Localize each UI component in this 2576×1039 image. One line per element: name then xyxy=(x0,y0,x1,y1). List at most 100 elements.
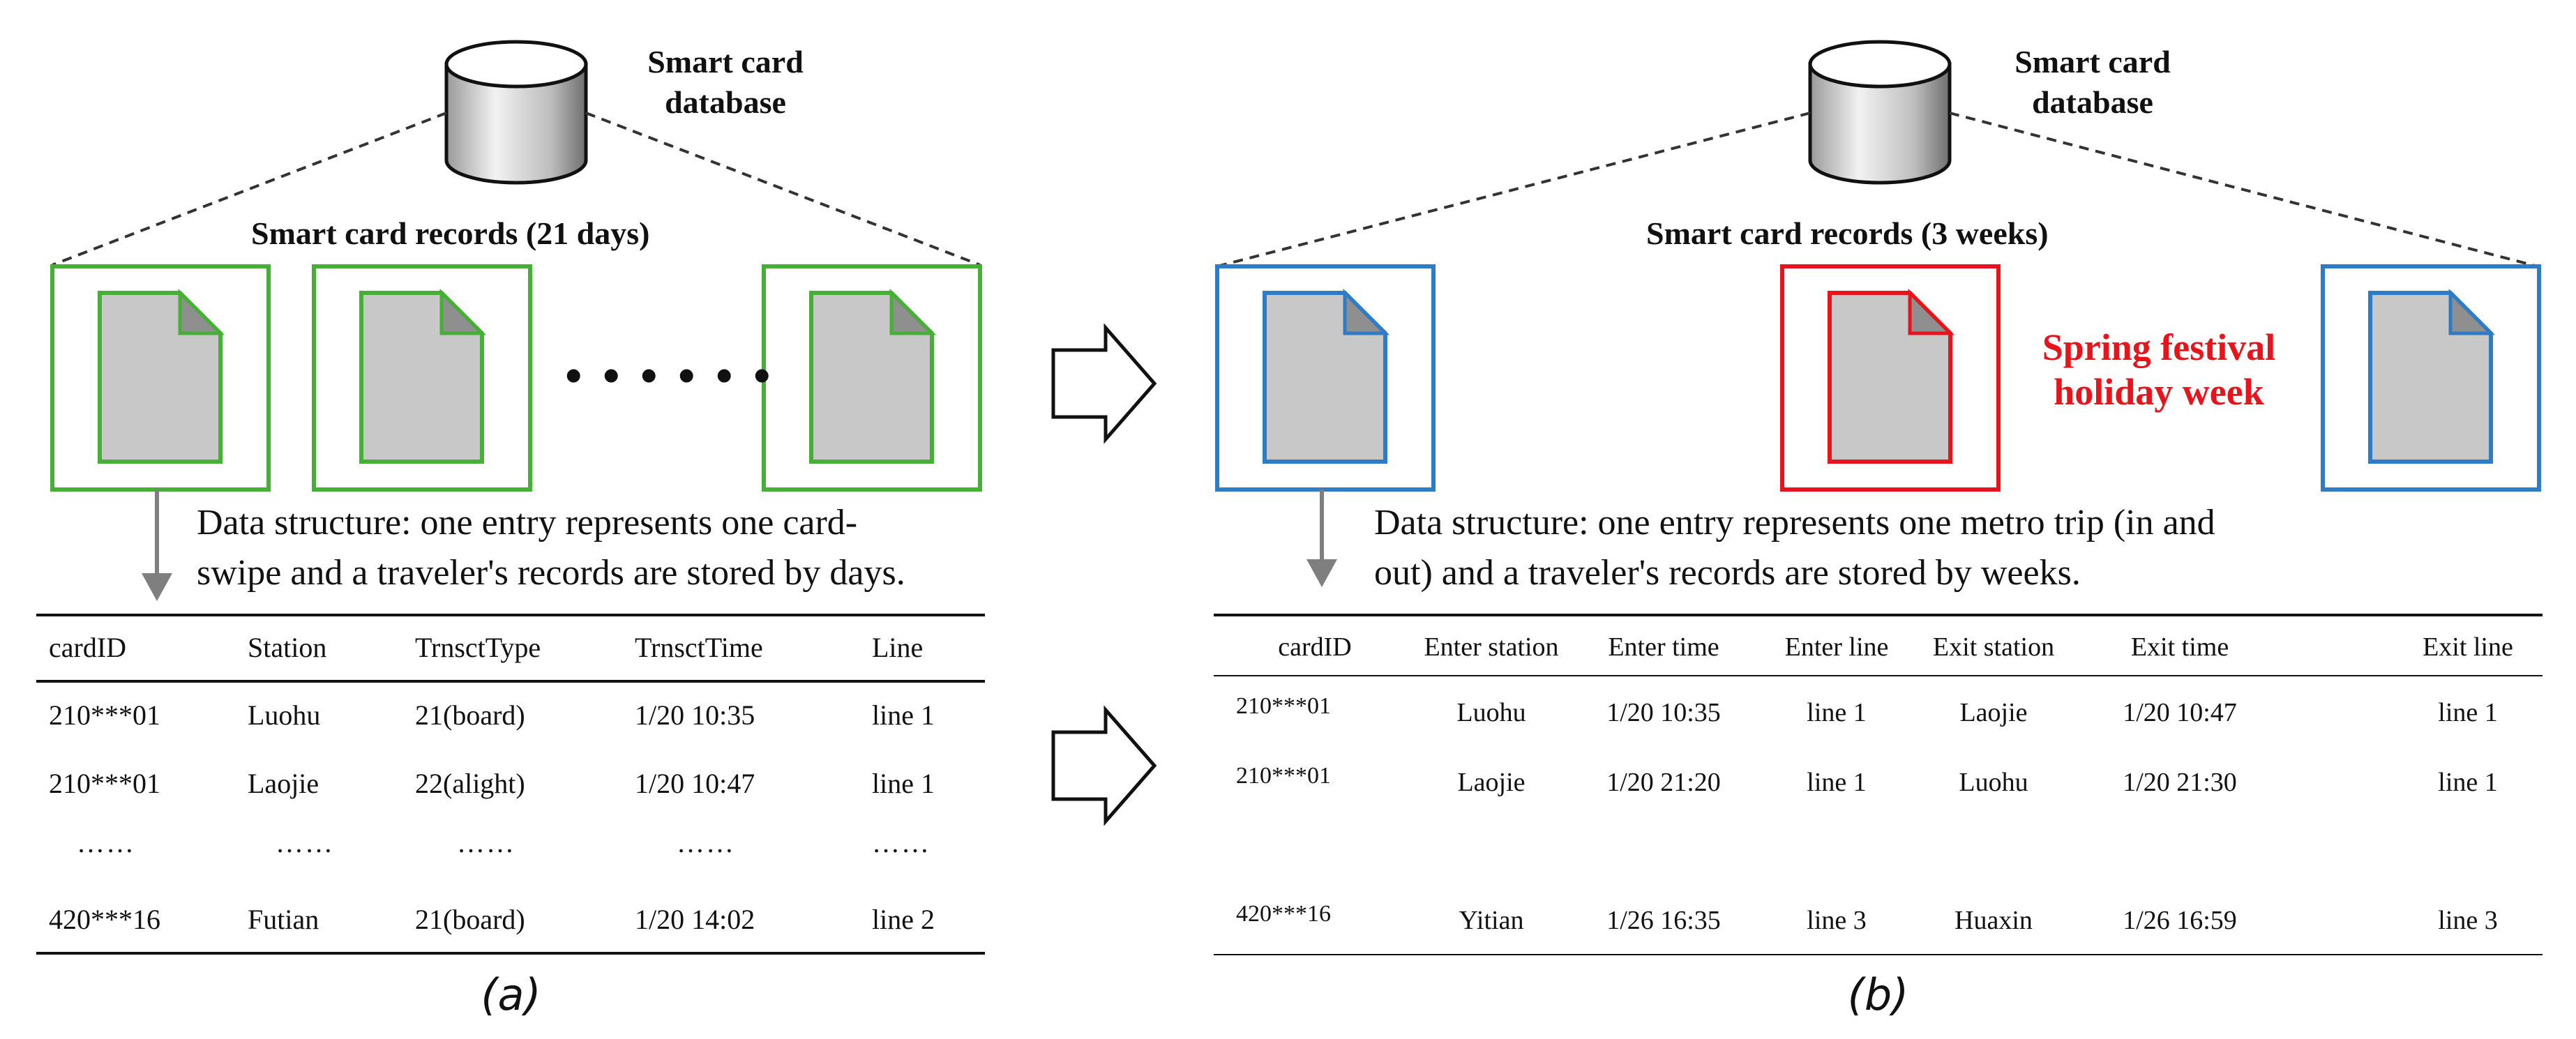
table-b-cell: 1/20 10:47 xyxy=(2123,698,2237,727)
table-b-cell: 1/20 21:30 xyxy=(2123,768,2237,797)
holiday-label-line1: Spring festival xyxy=(2042,326,2276,368)
file-icon xyxy=(1265,293,1385,462)
table-b-cell: Laojie xyxy=(1959,698,2028,727)
table-b-cell: 210***01 xyxy=(1236,693,1331,719)
table-a-cell: Luohu xyxy=(248,699,321,731)
table-a-cell: line 1 xyxy=(872,699,935,731)
ellipsis-dots: • • • • • • xyxy=(565,349,775,403)
table-b-cell: line 3 xyxy=(1807,906,1867,935)
record-frame-b1 xyxy=(1215,264,1436,492)
description-b-line2: out) and a traveler's records are stored… xyxy=(1374,553,2081,593)
database-label-line1: Smart card xyxy=(2014,44,2171,79)
description-a-line1: Data structure: one entry represents one… xyxy=(197,503,858,543)
table-a-cell: 21(board) xyxy=(415,904,525,935)
transition-arrow-top-icon xyxy=(1051,323,1157,444)
database-cylinder-b xyxy=(1808,40,1952,185)
dashed-connector-left-a xyxy=(52,112,447,266)
table-a-ellipsis-cell: …… xyxy=(872,827,931,858)
table-a-cell: 1/20 10:35 xyxy=(635,699,755,731)
table-b-top-rule xyxy=(1214,614,2543,616)
table-a-cell: line 1 xyxy=(872,768,935,799)
arrow-down-a xyxy=(142,490,172,601)
table-b-cell: Huaxin xyxy=(1954,906,2033,935)
table-a-ellipsis-cell: …… xyxy=(276,827,334,858)
table-a-cell: 1/20 14:02 xyxy=(635,904,755,935)
panel-label-a: (a) xyxy=(481,969,541,1020)
table-b-header-cell: Exit time xyxy=(2130,632,2229,662)
records-title-a: Smart card records (21 days) xyxy=(251,215,650,251)
dashed-connector-right-b xyxy=(1949,112,2538,268)
table-a-header-cell: TrnsctType xyxy=(415,632,541,663)
file-icon xyxy=(100,293,220,462)
table-a-cell: 1/20 10:47 xyxy=(635,768,755,799)
table-b-cell: 1/20 10:35 xyxy=(1606,698,1721,727)
description-b-line1: Data structure: one entry represents one… xyxy=(1374,503,2215,543)
table-b-cell: 1/26 16:59 xyxy=(2123,906,2237,935)
table-a-bottom-rule xyxy=(36,952,985,955)
table-b-cell: line 3 xyxy=(2438,906,2498,935)
table-b-header-cell: Enter line xyxy=(1784,632,1889,662)
table-b-cell: 420***16 xyxy=(1236,901,1331,927)
table-b-cell: line 1 xyxy=(1807,698,1867,727)
table-b-cell: line 1 xyxy=(1807,768,1867,797)
table-b-header-cell: cardID xyxy=(1278,632,1352,662)
record-frame-a1 xyxy=(50,264,271,492)
table-a-cell: Laojie xyxy=(248,768,319,799)
table-b-header-cell: Enter time xyxy=(1608,632,1719,662)
dashed-connector-right-a xyxy=(585,112,981,266)
file-icon xyxy=(1830,293,1950,462)
database-label-line2: database xyxy=(665,84,786,120)
holiday-label-line2: holiday week xyxy=(2054,371,2264,413)
database-label-b: Smart card database xyxy=(1960,42,2225,123)
records-title-b: Smart card records (3 weeks) xyxy=(1646,215,2049,251)
table-b-cell: Luohu xyxy=(1456,698,1526,727)
table-a-header-cell: Station xyxy=(248,632,327,663)
file-icon xyxy=(811,293,932,462)
record-frame-a2 xyxy=(312,264,532,492)
table-b-cell: line 1 xyxy=(2438,768,2498,797)
panel-label-b: (b) xyxy=(1847,969,1909,1020)
table-a-cell: 21(board) xyxy=(415,699,525,731)
table-a-header-rule xyxy=(36,680,985,683)
database-label-a: Smart card database xyxy=(593,42,858,123)
table-a-cell: 420***16 xyxy=(49,904,160,935)
file-icon xyxy=(361,293,482,462)
table-a-cell: line 2 xyxy=(872,904,935,935)
record-frame-b3 xyxy=(2321,264,2541,492)
table-a-ellipsis-cell: …… xyxy=(677,827,735,858)
table-b-cell: 1/26 16:35 xyxy=(1606,906,1721,935)
table-a-ellipsis-cell: …… xyxy=(457,827,515,858)
record-frame-a3 xyxy=(762,264,982,492)
arrow-down-b xyxy=(1306,490,1337,587)
table-b-header-cell: Exit station xyxy=(1932,632,2055,662)
table-b-cell: line 1 xyxy=(2438,698,2498,727)
table-a-cell: Futian xyxy=(248,904,319,935)
table-a-cell: 22(alight) xyxy=(415,768,525,799)
database-cylinder-a xyxy=(444,40,588,185)
database-label-line2: database xyxy=(2032,84,2153,120)
table-a-cell: 210***01 xyxy=(49,699,160,731)
table-b-cell: Yitian xyxy=(1459,906,1524,935)
table-a-cell: 210***01 xyxy=(49,768,160,799)
table-b-header-cell: Enter station xyxy=(1424,632,1559,662)
table-a-header-cell: Line xyxy=(872,632,924,663)
holiday-frame-b2 xyxy=(1780,264,2001,492)
holiday-label: Spring festival holiday week xyxy=(2009,325,2309,414)
file-icon xyxy=(2370,293,2491,462)
table-a-header-cell: TrnsctTime xyxy=(635,632,763,663)
description-a-line2: swipe and a traveler's records are store… xyxy=(197,553,905,593)
table-b-cell: 1/20 21:20 xyxy=(1606,768,1721,797)
database-label-line1: Smart card xyxy=(647,44,804,79)
table-b-header-rule xyxy=(1214,675,2543,676)
dashed-connector-left-b xyxy=(1217,112,1811,268)
transition-arrow-bottom-icon xyxy=(1051,705,1157,826)
table-b-header-cell: Exit line xyxy=(2423,632,2513,662)
table-a-header-cell: cardID xyxy=(49,632,127,663)
table-a-top-rule xyxy=(36,614,985,616)
table-b-cell: 210***01 xyxy=(1236,763,1331,789)
table-a-ellipsis-cell: …… xyxy=(77,827,135,858)
table-b-bottom-rule xyxy=(1214,954,2543,955)
table-b-cell: Luohu xyxy=(1959,768,2028,797)
table-b-cell: Laojie xyxy=(1457,768,1526,797)
